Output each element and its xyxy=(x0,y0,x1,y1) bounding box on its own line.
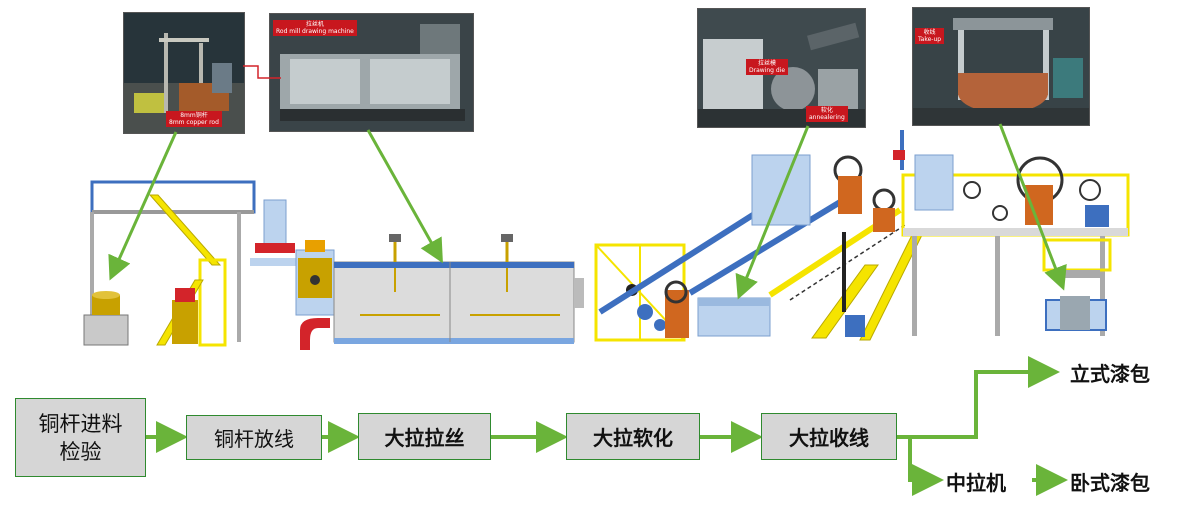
pointer-drawing-die xyxy=(735,125,810,300)
photo-drawing-die: 拉丝模 Drawing die 软化 annealering xyxy=(697,8,866,128)
take-up-scene xyxy=(913,8,1089,125)
branch-vertical-enameling: 立式漆包 xyxy=(1070,362,1150,386)
copper-rod-label-cn: 8mm铜杆 xyxy=(180,112,208,119)
photo-copper-rod: 8mm铜杆 8mm copper rod xyxy=(123,12,245,134)
flow-step-annealing: 大拉软化 xyxy=(566,413,700,460)
flow-step-rod-drawing: 大拉拉丝 xyxy=(358,413,491,460)
rod-inspection-line2: 检验 xyxy=(59,439,102,464)
rod-mill-label-cn: 拉丝机 xyxy=(305,21,324,28)
flow-step-takeup: 大拉收线 xyxy=(761,413,897,460)
annealing-label-en: annealering xyxy=(809,114,845,121)
take-up-label-en: Take-up xyxy=(918,36,942,43)
flow-arrows xyxy=(146,356,1068,496)
flow-step-rod-payoff: 铜杆放线 xyxy=(186,415,322,460)
flow-step-rod-inspection: 铜杆进料 检验 xyxy=(15,398,146,477)
rod-mill-label-en: Rod mill drawing machine xyxy=(276,28,354,35)
copper-rod-label-en: 8mm copper rod xyxy=(169,119,219,126)
payoff-station xyxy=(83,180,256,347)
rod-payoff-label: 铜杆放线 xyxy=(214,427,294,451)
annealing-label-cn: 软化 xyxy=(820,107,833,114)
pointer-rod-mill xyxy=(366,129,443,264)
capstan-section xyxy=(594,154,863,342)
pointer-copper-rod xyxy=(108,131,178,281)
branch-medium-drawing: 中拉机 xyxy=(946,471,1006,495)
takeup-section xyxy=(768,130,1130,341)
drawing-die-label-cn: 拉丝模 xyxy=(758,60,777,67)
pointer-take-up xyxy=(998,123,1067,291)
photo-take-up: 收线 Take-up xyxy=(912,7,1090,126)
feed-inlet xyxy=(250,199,335,350)
branch-horizontal-enameling: 卧式漆包 xyxy=(1070,471,1150,495)
rod-drawing-label: 大拉拉丝 xyxy=(384,426,465,450)
rod-photo-connector xyxy=(243,65,281,79)
takeup-step-label: 大拉收线 xyxy=(789,426,869,450)
rod-inspection-line1: 铜杆进料 xyxy=(38,411,123,436)
drawing-machine xyxy=(333,234,584,344)
take-up-label-cn: 收线 xyxy=(923,29,936,36)
annealing-step-label: 大拉软化 xyxy=(593,426,673,450)
drawing-die-label-en: Drawing die xyxy=(749,67,786,74)
photo-rod-mill: 拉丝机 Rod mill drawing machine xyxy=(269,13,474,132)
